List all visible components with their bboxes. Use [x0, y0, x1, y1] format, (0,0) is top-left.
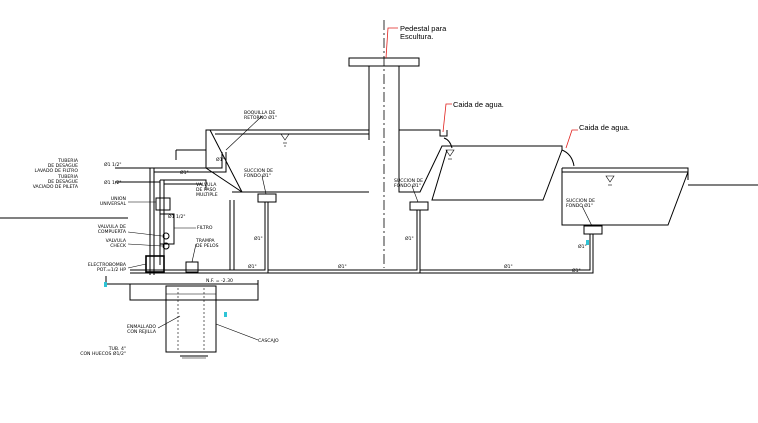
water-level-symbol-2 [445, 149, 455, 160]
label-leaders [127, 115, 593, 341]
filter-tank [159, 213, 175, 245]
label-pedestal-line-2: Escultura. [400, 32, 433, 41]
drainage-pit [105, 276, 259, 359]
upper-pool-right [398, 129, 563, 201]
suction-fitting-3 [583, 225, 603, 235]
check-valve [162, 242, 170, 250]
label-pedestal: Pedestal para Escultura. [400, 24, 448, 41]
water-level-symbol-3 [605, 175, 615, 186]
sculpture-pedestal [348, 57, 420, 140]
waterfall-curve-1 [443, 137, 453, 149]
label-pedestal-line-1: Pedestal para [400, 24, 447, 33]
label-dim-filter: Ø1 1/2" [168, 213, 186, 220]
waterfall-curve-2 [561, 149, 575, 167]
label-pipe-1d: Ø1" [578, 243, 587, 250]
marker-3 [586, 240, 589, 245]
lower-pool-right [561, 167, 689, 226]
suction-fitting-1 [257, 193, 277, 203]
multi-valve [155, 197, 171, 211]
label-pipe-1h: Ø1" [180, 169, 189, 176]
label-tubo: TUB. 4"CON HUECOS Ø1/2" [80, 346, 126, 357]
label-filtro: FILTRO [197, 225, 213, 231]
label-pipe-1i: Ø1" [572, 267, 581, 274]
label-nivel: N.F. = -2.30 [206, 278, 233, 284]
label-caida-1: Caida de agua. [453, 100, 504, 109]
label-pipe-1e: Ø1" [248, 263, 257, 270]
gate-valve [162, 232, 170, 240]
label-dim-left-2: Ø1 1/2" [104, 179, 122, 186]
label-pipe-1g: Ø1" [504, 263, 513, 270]
upper-pool-left [175, 129, 369, 193]
leader-caida-2 [565, 129, 578, 149]
label-caida-2: Caida de agua. [579, 123, 630, 132]
marker-2 [224, 312, 227, 317]
label-pipe-1f: Ø1" [338, 263, 347, 270]
label-pipe-1b: Ø1" [254, 235, 263, 242]
label-pipe-1a: Ø1" [216, 156, 225, 163]
suction-fitting-2 [409, 201, 429, 211]
leader-caida-1 [442, 103, 452, 133]
label-pipe-1c: Ø1" [405, 235, 414, 242]
label-dim-left-1: Ø1 1/2" [104, 161, 122, 168]
marker-1 [104, 282, 107, 287]
water-level-symbol-1 [280, 133, 290, 147]
label-cascajo: CASCAJO [258, 338, 279, 344]
leader-pedestal [385, 27, 398, 59]
